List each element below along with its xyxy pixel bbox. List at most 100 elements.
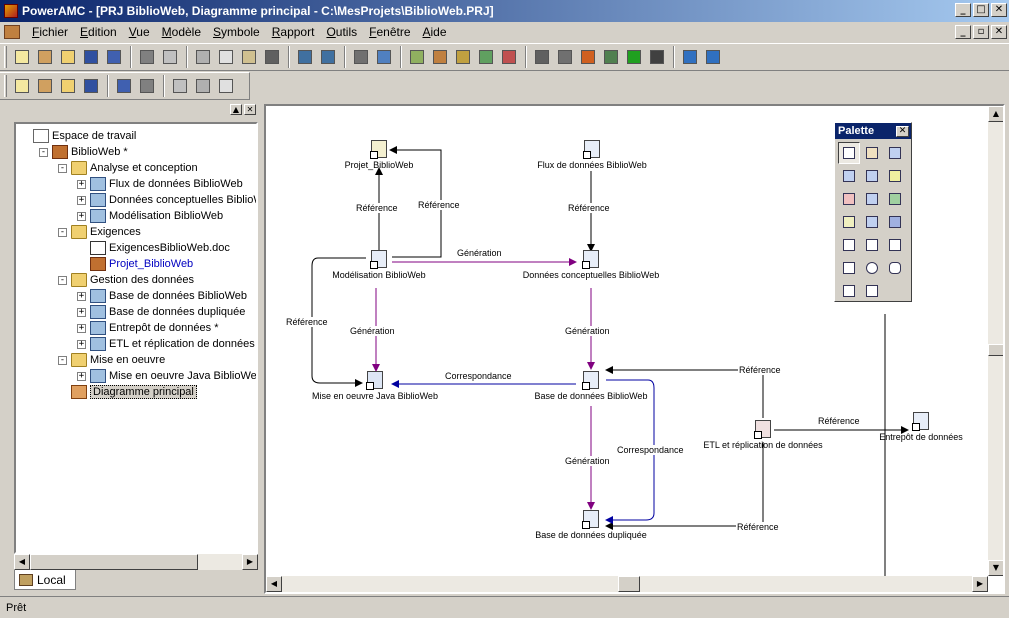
tree-item[interactable]: +Entrepôt de données * <box>77 320 218 336</box>
node-entrepot[interactable]: Entrepôt de données <box>869 412 973 442</box>
node-flux[interactable]: Flux de données BiblioWeb <box>522 140 662 170</box>
new-button[interactable] <box>11 46 33 68</box>
tree-item[interactable]: -Mise en oeuvre <box>58 352 165 368</box>
zoom-button[interactable] <box>169 75 191 97</box>
tree-item[interactable]: +Base de données BiblioWeb <box>77 288 247 304</box>
scroll-down-icon[interactable]: ▼ <box>988 560 1003 576</box>
menu-modele[interactable]: Modèle <box>161 25 202 39</box>
polygon-tool[interactable] <box>861 280 883 302</box>
browser-horizontal-scrollbar[interactable]: ◀ ▶ <box>14 554 258 570</box>
palette-title-bar[interactable]: Palette ✕ <box>835 123 911 139</box>
scroll-right-icon[interactable]: ▶ <box>972 576 988 592</box>
forward-button[interactable] <box>702 46 724 68</box>
mdi-close-button[interactable]: ✕ <box>991 25 1007 39</box>
menu-edition[interactable]: Edition <box>80 25 117 39</box>
expand-icon[interactable]: + <box>77 290 86 301</box>
mdi-minimize-button[interactable]: _ <box>955 25 971 39</box>
diagram-canvas[interactable]: Référence Référence Référence Génération… <box>264 104 1005 594</box>
collapse-icon[interactable]: - <box>58 354 67 365</box>
expand-icon[interactable]: + <box>77 194 86 205</box>
toolbar-grip[interactable] <box>4 75 7 97</box>
menu-outils[interactable]: Outils <box>326 25 358 39</box>
delete-button[interactable] <box>261 46 283 68</box>
add-model-tool[interactable] <box>884 188 906 210</box>
expand-icon[interactable]: + <box>77 306 86 317</box>
model-tool[interactable] <box>861 188 883 210</box>
tree-item[interactable]: -Exigences <box>58 224 141 240</box>
fullscreen-button[interactable] <box>80 75 102 97</box>
scroll-thumb[interactable] <box>988 344 1003 356</box>
palette-close-button[interactable]: ✕ <box>896 125 909 137</box>
zoom-in-tool[interactable] <box>884 142 906 164</box>
tree-item[interactable]: +Mise en oeuvre Java BiblioWeb <box>77 368 256 384</box>
new-project-button[interactable] <box>34 46 56 68</box>
expand-icon[interactable]: + <box>77 370 86 381</box>
polyline-tool[interactable] <box>838 280 860 302</box>
format-button[interactable] <box>646 46 668 68</box>
expand-icon[interactable]: + <box>77 338 86 349</box>
redo-button[interactable] <box>317 46 339 68</box>
node-bdd[interactable]: Base de données BiblioWeb <box>518 371 664 401</box>
text-color-button[interactable] <box>623 46 645 68</box>
print-button[interactable] <box>159 46 181 68</box>
collapse-icon[interactable]: - <box>58 226 67 237</box>
scroll-track[interactable] <box>30 554 242 570</box>
browser-minimize-button[interactable]: ▲ <box>230 104 242 115</box>
node-bdd-dup[interactable]: Base de données dupliquée <box>518 510 664 540</box>
tree-item[interactable]: +ETL et réplication de données * <box>77 336 256 352</box>
refresh-button[interactable] <box>475 46 497 68</box>
tree-item[interactable]: Diagramme principal <box>58 384 197 400</box>
minimize-button[interactable]: _ <box>955 3 971 17</box>
close-button[interactable]: ✕ <box>991 3 1007 17</box>
back-button[interactable] <box>679 46 701 68</box>
compare-button[interactable] <box>452 46 474 68</box>
tree-item[interactable]: +Flux de données BiblioWeb <box>77 176 243 192</box>
menu-aide[interactable]: Aide <box>422 25 447 39</box>
menu-rapport[interactable]: Rapport <box>271 25 315 39</box>
scroll-track[interactable] <box>988 122 1003 560</box>
cut-tool[interactable] <box>838 188 860 210</box>
grabber-tool[interactable] <box>861 142 883 164</box>
toolbar-grip[interactable] <box>4 46 7 68</box>
line-tool[interactable] <box>861 234 883 256</box>
output-button[interactable] <box>34 75 56 97</box>
collapse-icon[interactable]: - <box>58 274 67 285</box>
zoom-out-tool[interactable] <box>838 165 860 187</box>
save-button[interactable] <box>80 46 102 68</box>
ellipse-tool[interactable] <box>861 257 883 279</box>
shadow-button[interactable] <box>554 46 576 68</box>
browser-button[interactable] <box>11 75 33 97</box>
maximize-button[interactable]: □ <box>973 3 989 17</box>
save-all-button[interactable] <box>103 46 125 68</box>
browser-close-button[interactable]: ✕ <box>244 104 256 115</box>
menu-fichier[interactable]: Fichier <box>32 25 69 39</box>
menu-fenetre[interactable]: Fenêtre <box>369 25 411 39</box>
print-preview-button[interactable] <box>136 46 158 68</box>
tree-item[interactable]: -Analyse et conception <box>58 160 198 176</box>
menu-symbole[interactable]: Symbole <box>213 25 260 39</box>
object-browser-tree[interactable]: Espace de travail-BiblioWeb *-Analyse et… <box>14 122 258 554</box>
rectangle-tool[interactable] <box>838 257 860 279</box>
link-tool[interactable] <box>884 211 906 233</box>
expand-icon[interactable]: + <box>77 322 86 333</box>
scroll-up-icon[interactable]: ▲ <box>988 106 1003 122</box>
node-projet[interactable]: Projet_BiblioWeb <box>332 140 426 170</box>
scroll-right-icon[interactable]: ▶ <box>242 554 258 570</box>
dependency-tool[interactable] <box>861 211 883 233</box>
scroll-thumb[interactable] <box>618 576 640 592</box>
scroll-track[interactable] <box>282 576 972 592</box>
tree-item[interactable]: +Données conceptuelles BiblioW <box>77 192 256 208</box>
scroll-left-icon[interactable]: ◀ <box>14 554 30 570</box>
node-etl[interactable]: ETL et réplication de données <box>686 420 840 450</box>
collapse-icon[interactable]: - <box>58 162 67 173</box>
scroll-thumb[interactable] <box>30 554 198 570</box>
tree-item[interactable]: +Base de données dupliquée <box>77 304 245 320</box>
tree-item[interactable]: -BiblioWeb * <box>39 144 128 160</box>
diagram-button[interactable] <box>136 75 158 97</box>
undo-button[interactable] <box>294 46 316 68</box>
node-donnees[interactable]: Données conceptuelles BiblioWeb <box>505 250 677 280</box>
add-package-button[interactable] <box>406 46 428 68</box>
tree-item[interactable]: +Modélisation BiblioWeb <box>77 208 223 224</box>
tab-local[interactable]: Local <box>14 570 76 590</box>
copy-button[interactable] <box>215 46 237 68</box>
